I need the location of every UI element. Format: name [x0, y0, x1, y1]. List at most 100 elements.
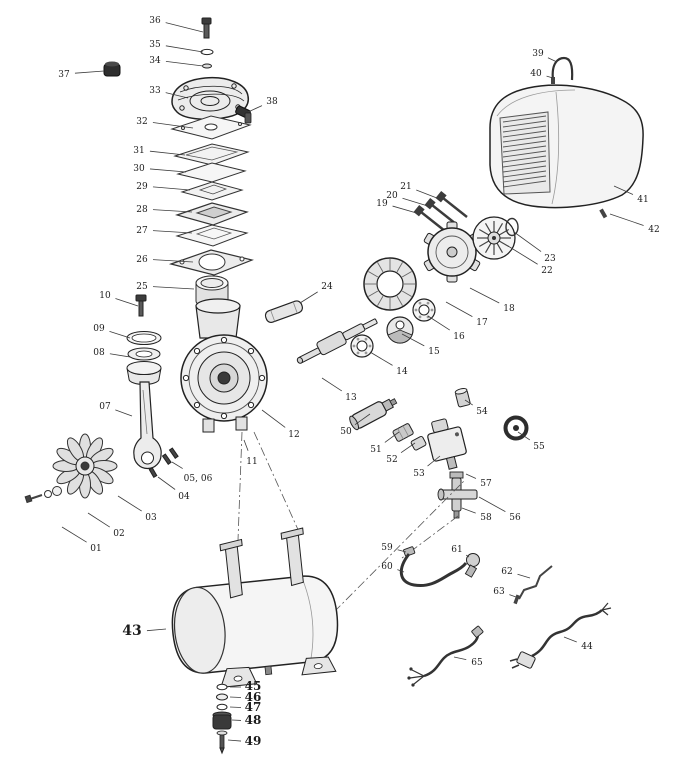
leader-21 [416, 189, 443, 201]
callout-46: 46 [245, 690, 262, 704]
leader-51 [384, 431, 400, 443]
callout-31: 31 [133, 146, 144, 156]
callout-59: 59 [381, 543, 393, 553]
wrist-pin [264, 300, 304, 323]
air-tank [171, 527, 339, 688]
cylinder-gasket [175, 224, 249, 247]
leader-33 [165, 92, 189, 99]
leader-36 [165, 22, 204, 33]
leader-19 [392, 205, 421, 215]
leader-30 [149, 168, 187, 173]
leader-09 [109, 330, 131, 339]
callout-44: 44 [581, 642, 593, 652]
piston-rod-assembly [126, 294, 179, 479]
shroud-handle [551, 56, 574, 81]
bolt-shaft [203, 23, 210, 39]
leader-43 [146, 628, 167, 632]
piston-bolt [138, 300, 144, 317]
callout-50: 50 [340, 427, 352, 437]
outlet-tube [399, 546, 480, 588]
leader-34 [165, 60, 204, 67]
leader-16 [427, 315, 450, 331]
leader-42 [609, 213, 644, 226]
leader-57 [465, 473, 477, 479]
callout-33: 33 [149, 86, 161, 96]
leader-12 [261, 409, 286, 428]
foot-bolt [219, 734, 225, 749]
shroud-screw [599, 208, 608, 219]
leader-56 [478, 496, 506, 513]
callout-10: 10 [99, 291, 111, 301]
leader-10 [115, 298, 139, 307]
crank-eccentric [386, 316, 414, 344]
bearing-front [350, 334, 374, 358]
callout-01: 01 [90, 544, 101, 554]
callout-09: 09 [93, 324, 105, 334]
callout-02: 02 [113, 529, 124, 539]
callout-52: 52 [386, 455, 397, 465]
callout-21: 21 [400, 182, 411, 192]
nut [202, 63, 212, 69]
rubber-foot [212, 714, 232, 730]
shaft-key [148, 467, 158, 479]
crankcase-pump [180, 298, 268, 433]
leader-24 [299, 291, 318, 304]
callout-54: 54 [476, 407, 488, 417]
handle-screw [551, 77, 555, 84]
rod-screw [513, 594, 520, 605]
leader-52 [400, 442, 416, 454]
callout-22: 22 [541, 266, 552, 276]
callout-36: 36 [149, 16, 161, 26]
callout-47: 47 [245, 700, 262, 714]
leader-31 [149, 150, 186, 156]
drain-valve [264, 665, 273, 676]
callout-43: 43 [122, 623, 141, 639]
shroud [489, 56, 644, 219]
leader-40 [546, 75, 554, 79]
callout-07: 07 [99, 402, 111, 412]
connecting-rod [133, 381, 162, 470]
leader-27 [152, 230, 193, 234]
callout-55: 55 [533, 442, 545, 452]
pressure-switch [427, 418, 467, 470]
callout-23: 23 [544, 254, 556, 264]
leader-41 [613, 185, 634, 195]
callout-20: 20 [386, 191, 398, 201]
power-cord [509, 602, 612, 669]
motor-bolts [413, 191, 468, 232]
leader-20 [402, 197, 432, 208]
rod-screw [168, 447, 179, 459]
callout-16: 16 [453, 332, 465, 342]
callout-08: 08 [93, 348, 105, 358]
leader-25 [152, 286, 195, 290]
fan-washer [52, 486, 62, 496]
leader-15 [401, 333, 425, 347]
callout-39: 39 [532, 49, 544, 59]
head-bolt-stack [200, 17, 214, 69]
leader-35 [165, 45, 204, 53]
callout-14: 14 [396, 367, 408, 377]
callout-61: 61 [451, 545, 462, 555]
callout-13: 13 [345, 393, 357, 403]
motor-lead-cord [407, 625, 484, 687]
foot-washer [216, 683, 228, 691]
crankshaft [296, 318, 378, 364]
fan-wheel [24, 433, 118, 504]
leader-05, 06 [171, 461, 183, 469]
leader-04 [157, 476, 176, 490]
callout-37: 37 [58, 70, 70, 80]
leader-50 [354, 413, 371, 425]
fan-bolt [29, 494, 43, 500]
callout-60: 60 [381, 562, 393, 572]
callout-45: 45 [245, 679, 262, 693]
leader-37 [74, 70, 105, 74]
leader-01 [61, 526, 87, 543]
leader-63 [509, 594, 517, 598]
callout-34: 34 [149, 56, 161, 66]
callout-29: 29 [136, 182, 148, 192]
callout-28: 28 [136, 205, 148, 215]
callout-38: 38 [266, 97, 278, 107]
valve-gasket-thin [176, 162, 247, 183]
bearing-rear [412, 298, 436, 322]
